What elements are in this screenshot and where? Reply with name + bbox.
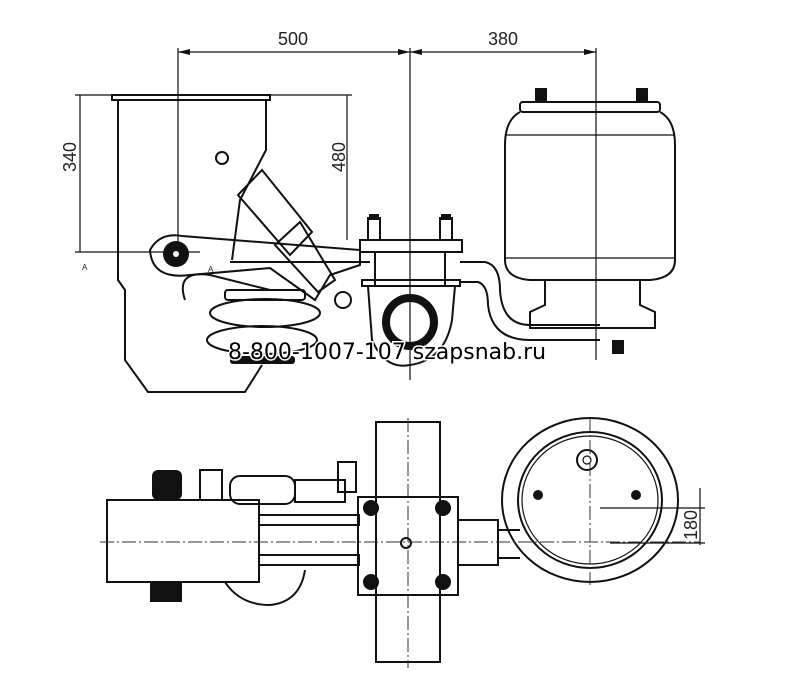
section-mark-a-left: A xyxy=(82,263,88,272)
watermark-text: 8-800-1007-107 szapsnab.ru xyxy=(228,340,546,365)
top-view xyxy=(100,417,700,668)
dimension-480: 480 xyxy=(329,142,349,172)
axle-clamp xyxy=(359,214,600,367)
main-air-spring xyxy=(504,88,676,354)
dimension-lines xyxy=(75,48,705,545)
dimension-500: 500 xyxy=(278,29,308,49)
hanger-bracket xyxy=(111,94,271,393)
section-mark-a-right: A xyxy=(208,265,214,274)
trailing-arm xyxy=(148,234,370,309)
lift-air-bag xyxy=(181,273,321,364)
dimension-180: 180 xyxy=(681,510,701,540)
dimension-340: 340 xyxy=(60,142,80,172)
dimension-380: 380 xyxy=(488,29,518,49)
shock-absorber xyxy=(236,168,337,294)
